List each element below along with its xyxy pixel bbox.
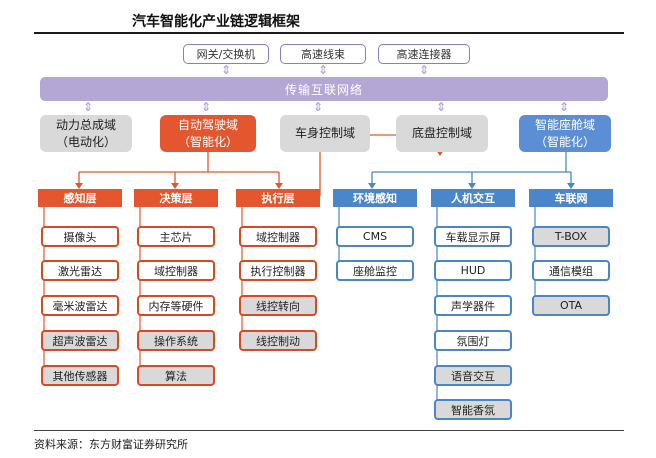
transmission-network-bus: 传输互联网络 <box>40 77 608 101</box>
double-arrow-icon: ⇕ <box>201 100 212 114</box>
item-domain-controller: 域控制器 <box>239 226 317 247</box>
item-brake-by-wire: 线控制动 <box>239 330 317 351</box>
item-cabin-monitoring: 座舱监控 <box>336 260 414 281</box>
item-main-chip: 主芯片 <box>137 226 215 247</box>
double-arrow-icon: ⇕ <box>313 100 324 114</box>
item-domain-controller: 域控制器 <box>137 260 215 281</box>
source-note: 资料来源：东方财富证券研究所 <box>34 438 188 451</box>
item-memory-hardware: 内存等硬件 <box>137 295 215 316</box>
top-box-gateway: 网关/交换机 <box>183 44 269 64</box>
header-connected-car: 车联网 <box>529 189 613 207</box>
item-hud: HUD <box>434 260 512 281</box>
item-operating-system: 操作系统 <box>137 330 215 351</box>
header-decision: 决策层 <box>134 189 218 207</box>
top-box-high-speed-harness: 高速线束 <box>280 44 366 64</box>
double-arrow-icon: ⇕ <box>436 100 447 114</box>
item-comm-module: 通信模组 <box>532 260 610 281</box>
item-steer-by-wire: 线控转向 <box>239 295 317 316</box>
double-arrow-icon: ⇕ <box>83 100 94 114</box>
header-execution: 执行层 <box>236 189 320 207</box>
double-arrow-icon: ⇕ <box>221 63 232 77</box>
header-perception: 感知层 <box>38 189 122 207</box>
domain-label: 车身控制域 <box>294 126 355 140</box>
header-hmi: 人机交互 <box>431 189 515 207</box>
double-arrow-icon: ⇕ <box>419 63 430 77</box>
item-camera: 摄像头 <box>41 226 119 247</box>
item-lidar: 激光雷达 <box>41 260 119 281</box>
page-title: 汽车智能化产业链逻辑框架 <box>132 14 300 30</box>
domain-label: 底盘控制域 <box>411 126 472 140</box>
item-ambient-light: 氛围灯 <box>434 330 512 351</box>
double-arrow-icon: ⇕ <box>559 100 570 114</box>
domain-label: 智能座舱域 <box>534 117 595 132</box>
top-box-high-speed-connector: 高速连接器 <box>378 44 470 64</box>
domain-sublabel: （电动化） <box>55 134 116 149</box>
domain-chassis-control: 底盘控制域 <box>396 115 488 152</box>
item-acoustic-devices: 声学器件 <box>434 295 512 316</box>
domain-label: 动力总成域 <box>55 117 116 132</box>
item-algorithm: 算法 <box>137 365 215 386</box>
domain-autonomous-driving: 自动驾驶域 （智能化） <box>160 115 256 152</box>
item-smart-fragrance: 智能香氛 <box>434 399 512 420</box>
item-ultrasonic-radar: 超声波雷达 <box>41 330 119 351</box>
domain-smart-cockpit: 智能座舱域 （智能化） <box>519 115 611 152</box>
item-mmwave-radar: 毫米波雷达 <box>41 295 119 316</box>
domain-sublabel: （智能化） <box>534 134 595 149</box>
header-environment: 环境感知 <box>333 189 417 207</box>
footer-divider <box>34 430 624 431</box>
item-ota: OTA <box>532 295 610 316</box>
domain-sublabel: （智能化） <box>177 134 238 149</box>
item-other-sensors: 其他传感器 <box>41 365 119 386</box>
title-bar: 汽车智能化产业链逻辑框架 <box>34 6 624 34</box>
item-execution-controller: 执行控制器 <box>239 260 317 281</box>
double-arrow-icon: ⇕ <box>318 63 329 77</box>
item-voice-interaction: 语音交互 <box>434 365 512 386</box>
item-tbox: T-BOX <box>532 226 610 247</box>
item-cms: CMS <box>336 226 414 247</box>
item-vehicle-display: 车载显示屏 <box>434 226 512 247</box>
domain-body-control: 车身控制域 <box>280 115 370 152</box>
domain-label: 自动驾驶域 <box>177 117 238 132</box>
domain-powertrain: 动力总成域 （电动化） <box>40 115 132 152</box>
